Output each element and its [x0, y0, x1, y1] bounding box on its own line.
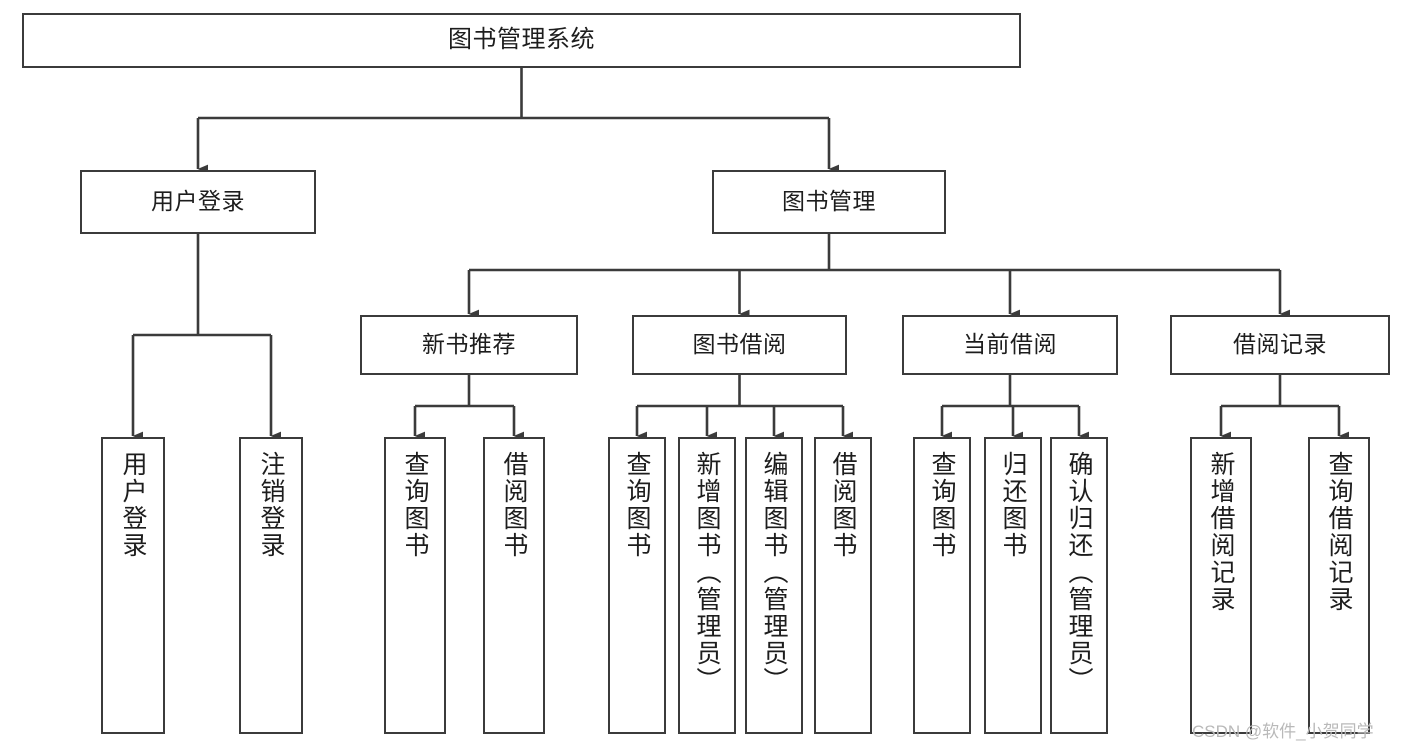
node-label: 查询图书 — [623, 451, 651, 559]
node-label: 借阅图书 — [829, 451, 857, 559]
node-label: 查询借阅记录 — [1325, 451, 1353, 613]
node-label: 查询图书 — [928, 451, 956, 559]
node-borrow[interactable]: 图书借阅 — [632, 315, 847, 375]
node-label: 用户登录 — [151, 188, 245, 215]
node-leaf-new-2[interactable]: 借阅图书 — [483, 437, 545, 734]
node-leaf-borrow-1[interactable]: 查询图书 — [608, 437, 666, 734]
node-root[interactable]: 图书管理系统 — [22, 13, 1021, 68]
node-leaf-rec-1[interactable]: 新增借阅记录 — [1190, 437, 1252, 734]
node-label: 注销登录 — [257, 451, 285, 559]
node-leaf-login-2[interactable]: 注销登录 — [239, 437, 303, 734]
node-leaf-borrow-3[interactable]: 编辑图书（管理员） — [745, 437, 803, 734]
node-label: 编辑图书（管理员） — [760, 451, 788, 694]
node-label: 图书管理系统 — [448, 26, 595, 54]
node-label: 查询图书 — [401, 451, 429, 559]
node-label: 新增借阅记录 — [1207, 451, 1235, 613]
node-label: 归还图书 — [999, 451, 1027, 559]
node-leaf-new-1[interactable]: 查询图书 — [384, 437, 446, 734]
node-label: 借阅图书 — [500, 451, 528, 559]
node-leaf-cur-1[interactable]: 查询图书 — [913, 437, 971, 734]
node-label: 用户登录 — [119, 451, 147, 559]
node-records[interactable]: 借阅记录 — [1170, 315, 1390, 375]
node-leaf-borrow-2[interactable]: 新增图书（管理员） — [678, 437, 736, 734]
watermark: CSDN @软件_小贺同学 — [1192, 722, 1374, 741]
node-label: 借阅记录 — [1233, 331, 1327, 358]
node-label: 新增图书（管理员） — [693, 451, 721, 694]
node-current[interactable]: 当前借阅 — [902, 315, 1118, 375]
node-label: 当前借阅 — [963, 331, 1057, 358]
node-leaf-borrow-4[interactable]: 借阅图书 — [814, 437, 872, 734]
node-label: 确认归还（管理员） — [1065, 451, 1093, 694]
node-login[interactable]: 用户登录 — [80, 170, 316, 234]
node-label: 图书管理 — [782, 188, 876, 215]
node-leaf-cur-2[interactable]: 归还图书 — [984, 437, 1042, 734]
node-leaf-login-1[interactable]: 用户登录 — [101, 437, 165, 734]
node-leaf-cur-3[interactable]: 确认归还（管理员） — [1050, 437, 1108, 734]
node-bookmgmt[interactable]: 图书管理 — [712, 170, 946, 234]
node-label: 图书借阅 — [692, 331, 787, 358]
node-label: 新书推荐 — [422, 331, 516, 358]
node-leaf-rec-2[interactable]: 查询借阅记录 — [1308, 437, 1370, 734]
node-newbook[interactable]: 新书推荐 — [360, 315, 578, 375]
